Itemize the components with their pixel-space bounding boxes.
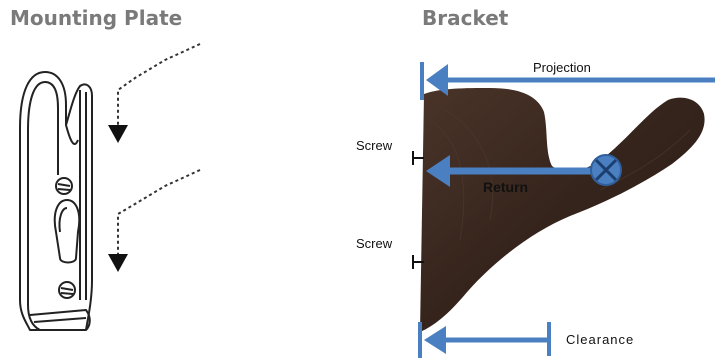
clearance-label: Clearance [566, 332, 634, 347]
projection-label: Projection [533, 60, 591, 75]
mounting-plate-heading: Mounting Plate [10, 6, 183, 30]
projection-arrow [420, 62, 715, 100]
return-label: Return [483, 179, 528, 195]
screw-top-marker [412, 151, 424, 165]
screw-bottom-marker [412, 255, 424, 269]
return-arrow [426, 154, 622, 187]
clearance-arrow [418, 322, 551, 358]
screw-bottom-label: Screw [356, 236, 393, 251]
bracket-heading: Bracket [422, 6, 509, 30]
insert-arrow-top [108, 43, 201, 143]
bracket-body [420, 88, 705, 332]
insert-arrow-bottom [108, 169, 201, 272]
mounting-plate-drawing [19, 71, 93, 331]
screw-top-label: Screw [356, 138, 393, 153]
